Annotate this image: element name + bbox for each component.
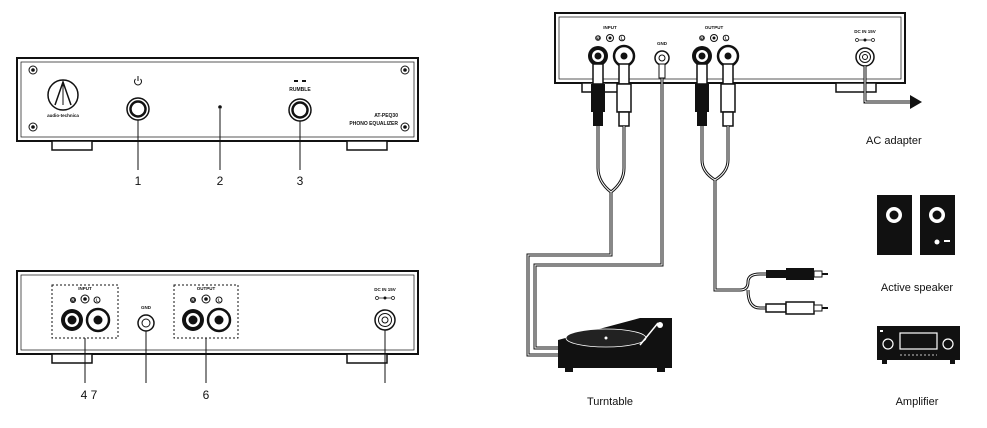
power-button[interactable] (126, 97, 150, 121)
callout-1: 1 (135, 174, 142, 188)
rear-foot-left (51, 353, 93, 364)
conn-input-jack-r[interactable] (588, 46, 608, 66)
output-gnd-screw-icon (201, 294, 211, 304)
brand-logo (47, 79, 79, 111)
rumble-button[interactable] (288, 98, 312, 122)
arrow-right-icon (910, 95, 922, 109)
conn-output-label: OUTPUT (705, 25, 724, 30)
screw-icon (400, 122, 410, 132)
front-foot-right (346, 140, 388, 151)
input-plug-l (616, 63, 632, 127)
rumble-label: RUMBLE (289, 87, 311, 93)
conn-input-l: L (621, 36, 624, 41)
ground-wire (533, 63, 666, 350)
rear-panel: INPUT R L GND OUTPUT R L DC IN 15V (16, 270, 419, 402)
output-jack-r[interactable] (182, 309, 204, 331)
rear-dc-label: DC IN 15V (374, 287, 396, 292)
active-speaker-icon (877, 195, 955, 255)
front-foot-left (51, 140, 93, 151)
conn-output-jack-r[interactable] (692, 46, 712, 66)
dc-polarity-icon (375, 296, 395, 300)
front-panel: audio-technica RUMBLE AT-PEQ30 PHONO EQU… (16, 57, 419, 188)
screw-icon (28, 65, 38, 75)
brand-name: audio-technica (47, 113, 79, 118)
conn-input-label: INPUT (603, 25, 617, 30)
conn-input-jack-l[interactable] (612, 44, 636, 68)
right-channel-marker (70, 297, 76, 303)
callout-2: 2 (217, 174, 224, 188)
dc-in-jack[interactable] (374, 309, 396, 331)
amplifier-icon (877, 326, 960, 364)
output-jack-l[interactable] (206, 307, 232, 333)
active-speaker-label: Active speaker (881, 282, 953, 294)
output-plug-r (695, 63, 709, 126)
screw-icon (606, 34, 614, 42)
turntable-label: Turntable (587, 396, 633, 408)
amplifier-label: Amplifier (896, 396, 939, 408)
callout-6: 6 (203, 388, 210, 402)
conn-dc-jack[interactable] (855, 47, 875, 67)
output-cable (700, 126, 768, 310)
power-led (218, 105, 222, 109)
gnd-terminal[interactable] (137, 314, 155, 332)
rear-output-r: R (191, 298, 195, 303)
callout-4-7: 4 7 (81, 388, 98, 402)
power-icon (134, 76, 142, 86)
conn-input-r: R (596, 36, 600, 41)
right-channel-marker (190, 297, 196, 303)
input-jack-r[interactable] (61, 309, 83, 331)
right-channel-marker (699, 35, 705, 41)
rear-output-label: OUTPUT (197, 286, 216, 291)
output-plug-l-end (765, 301, 828, 315)
conn-dc-label: DC IN 15V (854, 29, 876, 34)
input-jack-l[interactable] (85, 307, 111, 333)
rear-output-l: L (218, 298, 221, 303)
turntable-icon (558, 318, 672, 372)
rear-input-r: R (71, 298, 75, 303)
rumble-icon (294, 80, 306, 82)
rear-foot-right (346, 353, 388, 364)
dc-polarity-icon (855, 38, 875, 42)
screw-icon (710, 34, 718, 42)
model-name: AT-PEQ30 (374, 113, 398, 119)
rear-input-label: INPUT (78, 286, 92, 291)
ac-adapter-label: AC adapter (866, 135, 922, 147)
input-gnd-screw-icon (80, 294, 90, 304)
right-channel-marker (595, 35, 601, 41)
screw-icon (28, 122, 38, 132)
left-channel-marker (618, 34, 626, 42)
callout-3: 3 (297, 174, 304, 188)
unit-foot-right (835, 82, 877, 93)
conn-gnd-label: GND (657, 41, 668, 46)
conn-gnd-terminal[interactable] (654, 50, 670, 66)
left-channel-marker (93, 296, 101, 304)
left-channel-marker (215, 296, 223, 304)
input-plug-r (591, 63, 605, 126)
rear-input-l: L (96, 298, 99, 303)
rear-gnd-label: GND (141, 305, 152, 310)
conn-output-l: L (725, 36, 728, 41)
left-channel-marker (722, 34, 730, 42)
conn-output-r: R (700, 36, 704, 41)
output-plug-l (720, 63, 736, 127)
product-name: PHONO EQUALIZER (349, 121, 398, 127)
output-plug-r-end (766, 268, 828, 280)
turntable-cable (526, 126, 626, 357)
conn-output-jack-l[interactable] (716, 44, 740, 68)
ac-adapter-cable (863, 66, 922, 109)
screw-icon (400, 65, 410, 75)
